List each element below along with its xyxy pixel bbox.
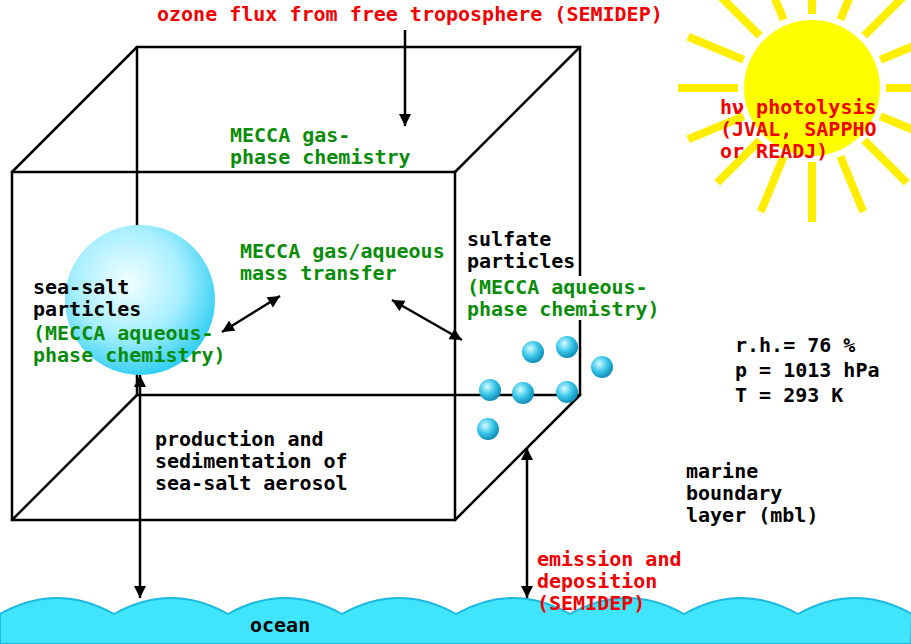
condition-value: T = 293 K <box>735 384 843 406</box>
sun: hν photolysis (JVAL, SAPPHO or READJ) <box>640 0 911 215</box>
exchange-arrow <box>526 448 529 598</box>
edge-label: production and sedimentation of sea-salt… <box>155 428 352 494</box>
photolysis-label: hν photolysis (JVAL, SAPPHO or READJ) <box>720 96 881 162</box>
sulfate-particle <box>591 356 613 378</box>
sun-ray <box>688 37 743 60</box>
sulfate-particle <box>556 381 578 403</box>
mass-transfer-arrow <box>222 296 280 332</box>
module-note: (MECCA aqueous- phase chemistry) <box>467 276 664 320</box>
sun-ray <box>761 156 784 211</box>
sun-ray <box>880 116 911 139</box>
sun-ray <box>864 0 906 36</box>
module-note: MECCA gas/aqueous mass transfer <box>240 240 450 284</box>
ocean-band-outline <box>0 598 911 644</box>
cube-edge <box>455 395 580 520</box>
cube-edge <box>11 172 14 520</box>
sulfate-particles: sulfate particles(MECCA aqueous- phase c… <box>462 225 662 440</box>
ocean-band: ocean <box>0 598 911 644</box>
module-note: (MECCA aqueous- phase chemistry) <box>33 322 230 366</box>
cube-edge <box>12 519 455 522</box>
sulfate-particle <box>522 341 544 363</box>
sun-ray <box>678 84 738 92</box>
cube-edge <box>454 172 457 520</box>
sea-salt-particle: sea-salt particles(MECCA aqueous- phase … <box>64 224 216 376</box>
sun-ray <box>840 0 863 20</box>
sun-ray <box>886 84 911 92</box>
sulfate-particle <box>512 382 534 404</box>
cube-edge <box>12 395 137 520</box>
cube-edge <box>12 171 455 174</box>
particle-name: sulfate particles <box>467 228 580 272</box>
ocean-label: ocean <box>250 614 315 636</box>
sulfate-particle <box>477 418 499 440</box>
exchange-arrow <box>139 375 142 598</box>
ocean-waves <box>0 598 911 644</box>
cube-edge <box>137 46 580 49</box>
sulfate-particle <box>556 336 578 358</box>
sun-ray <box>808 0 816 14</box>
edge-label: emission and deposition (SEMIDEP) <box>537 548 686 614</box>
cube-edge <box>455 47 580 172</box>
cube-edge <box>12 47 137 172</box>
sun-ray <box>808 162 816 222</box>
sun-ray <box>880 37 911 60</box>
cube-edge <box>579 47 582 395</box>
flux-label: ozone flux from free troposphere (SEMIDE… <box>157 3 663 25</box>
sun-ray <box>761 0 784 20</box>
condition-value: r.h.= 76 % <box>735 334 855 356</box>
particle-name: sea-salt particles <box>33 276 146 320</box>
mass-transfer-arrow <box>392 300 462 340</box>
ozone-flux-arrow <box>404 30 407 126</box>
region-label: marine boundary layer (mbl) <box>686 460 823 526</box>
sun-ray <box>840 156 863 211</box>
sun-ray <box>864 140 906 182</box>
condition-value: p = 1013 hPa <box>735 359 880 381</box>
module-note: MECCA gas- phase chemistry <box>230 124 415 168</box>
sulfate-particle <box>479 379 501 401</box>
sun-ray <box>717 0 759 36</box>
